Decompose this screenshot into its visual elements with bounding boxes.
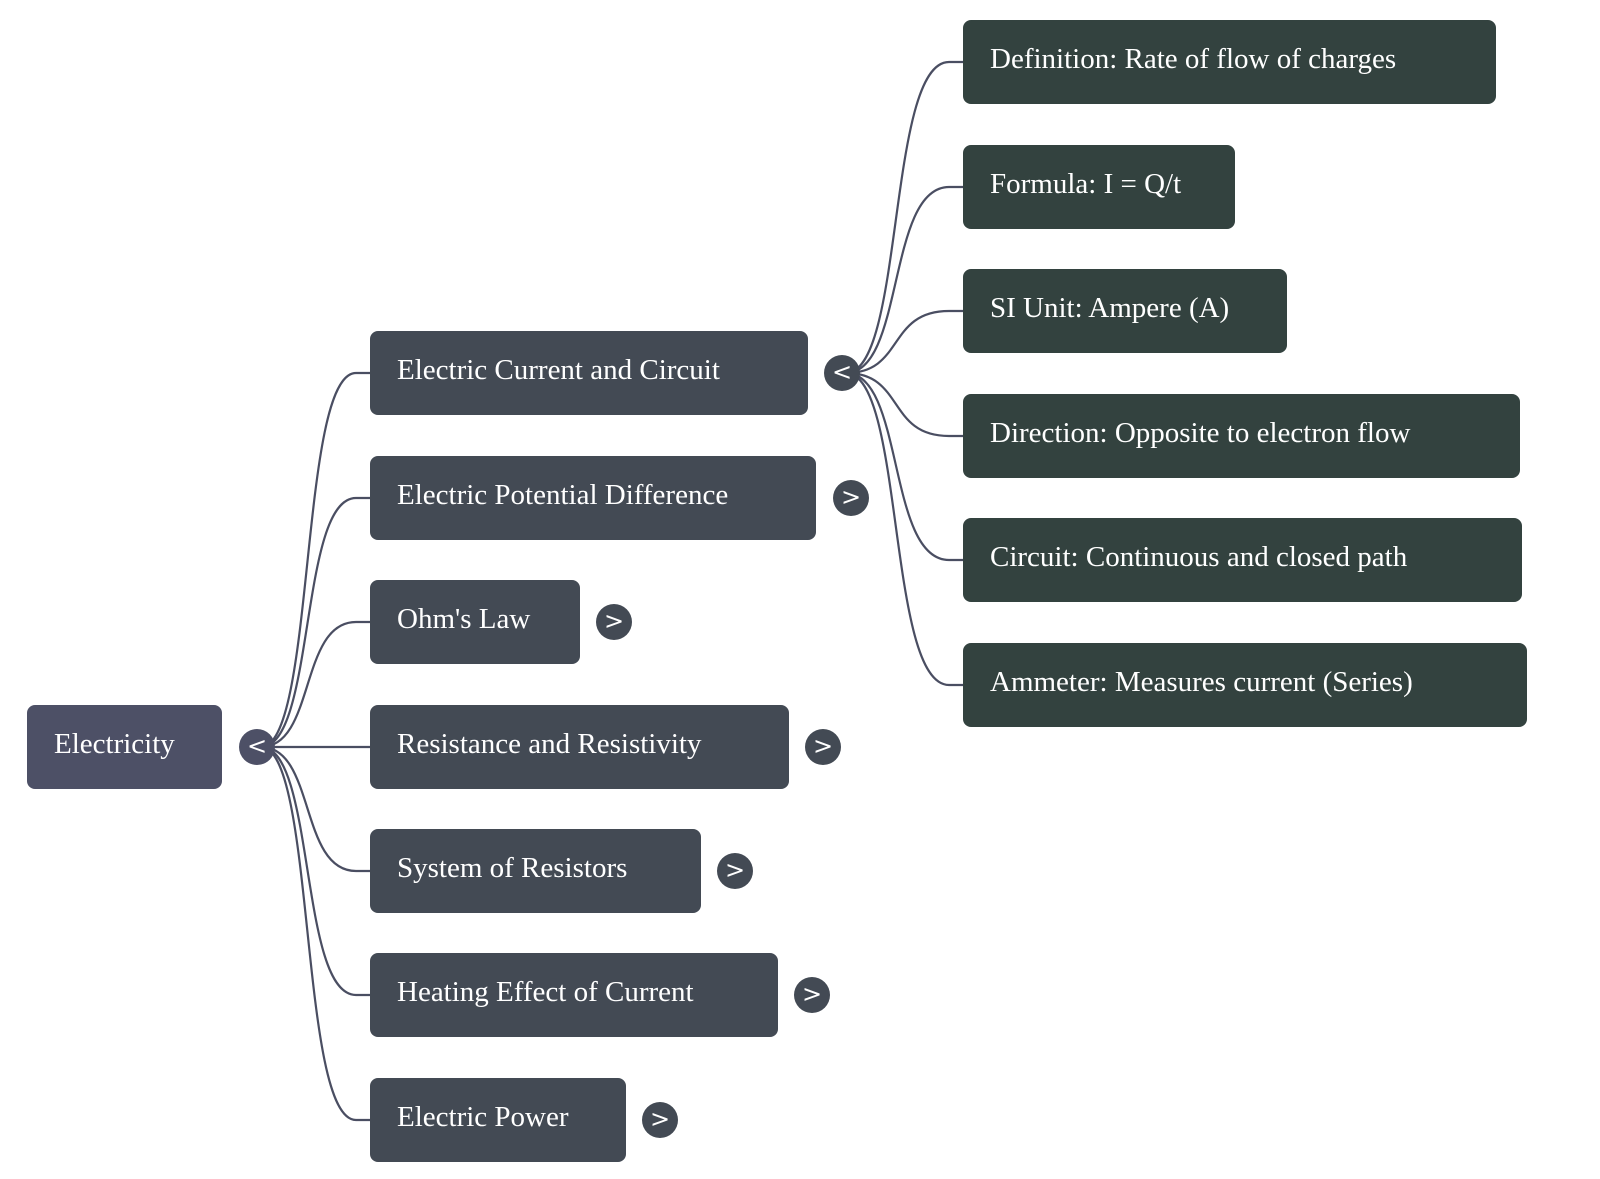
leaf-node-label: Circuit: Continuous and closed path bbox=[990, 541, 1408, 573]
collapse-toggle-icon[interactable]: < bbox=[824, 355, 860, 391]
expand-toggle-icon[interactable]: > bbox=[596, 604, 632, 640]
leaf-node-si-unit[interactable]: SI Unit: Ampere (A) bbox=[963, 269, 1287, 353]
branch-node-electric-potential-difference[interactable]: Electric Potential Difference bbox=[370, 456, 816, 540]
branch-node-label: Electric Potential Difference bbox=[397, 479, 729, 511]
branch-node-system-of-resistors[interactable]: System of Resistors bbox=[370, 829, 701, 913]
connector-root-to-branch bbox=[260, 620, 370, 749]
connector-root-to-branch bbox=[260, 371, 370, 749]
connector-root-to-branch bbox=[260, 745, 370, 997]
branch-node-label: Electric Power bbox=[397, 1101, 569, 1133]
branch-node-label: Ohm's Law bbox=[397, 603, 531, 635]
connector-branch-to-leaf bbox=[845, 371, 963, 438]
connector-root-to-branch bbox=[260, 496, 370, 749]
expand-toggle-icon[interactable]: > bbox=[794, 977, 830, 1013]
connector-branch-to-leaf bbox=[845, 60, 963, 375]
leaf-node-label: Ammeter: Measures current (Series) bbox=[990, 666, 1413, 698]
branch-node-heating-effect-of-current[interactable]: Heating Effect of Current bbox=[370, 953, 778, 1037]
leaf-node-circuit[interactable]: Circuit: Continuous and closed path bbox=[963, 518, 1522, 602]
expand-toggle-icon[interactable]: > bbox=[717, 853, 753, 889]
leaf-node-label: Direction: Opposite to electron flow bbox=[990, 417, 1411, 449]
root-node-electricity[interactable]: Electricity bbox=[27, 705, 222, 789]
root-node-label: Electricity bbox=[54, 728, 175, 760]
expand-toggle-icon[interactable]: > bbox=[642, 1102, 678, 1138]
branch-node-label: Resistance and Resistivity bbox=[397, 728, 702, 760]
connector-branch-to-leaf bbox=[845, 185, 963, 375]
leaf-node-formula[interactable]: Formula: I = Q/t bbox=[963, 145, 1235, 229]
leaf-node-definition[interactable]: Definition: Rate of flow of charges bbox=[963, 20, 1496, 104]
branch-node-label: Heating Effect of Current bbox=[397, 976, 694, 1008]
branch-node-label: System of Resistors bbox=[397, 852, 628, 884]
leaf-node-label: SI Unit: Ampere (A) bbox=[990, 292, 1230, 324]
branch-node-ohms-law[interactable]: Ohm's Law bbox=[370, 580, 580, 664]
connector-branch-to-leaf bbox=[845, 371, 963, 562]
branch-node-electric-power[interactable]: Electric Power bbox=[370, 1078, 626, 1162]
connector-root-to-branch bbox=[260, 745, 370, 873]
branch-node-electric-current-and-circuit[interactable]: Electric Current and Circuit bbox=[370, 331, 808, 415]
connector-branch-to-leaf bbox=[845, 309, 963, 375]
expand-toggle-icon[interactable]: > bbox=[805, 729, 841, 765]
leaf-node-label: Definition: Rate of flow of charges bbox=[990, 43, 1397, 75]
leaf-node-label: Formula: I = Q/t bbox=[990, 168, 1182, 200]
expand-toggle-icon[interactable]: > bbox=[833, 480, 869, 516]
branch-node-resistance-and-resistivity[interactable]: Resistance and Resistivity bbox=[370, 705, 789, 789]
connector-root-to-branch bbox=[260, 745, 370, 1122]
collapse-toggle-icon[interactable]: < bbox=[239, 729, 275, 765]
branch-node-label: Electric Current and Circuit bbox=[397, 354, 720, 386]
leaf-node-ammeter[interactable]: Ammeter: Measures current (Series) bbox=[963, 643, 1527, 727]
leaf-node-direction[interactable]: Direction: Opposite to electron flow bbox=[963, 394, 1520, 478]
connector-branch-to-leaf bbox=[845, 371, 963, 687]
